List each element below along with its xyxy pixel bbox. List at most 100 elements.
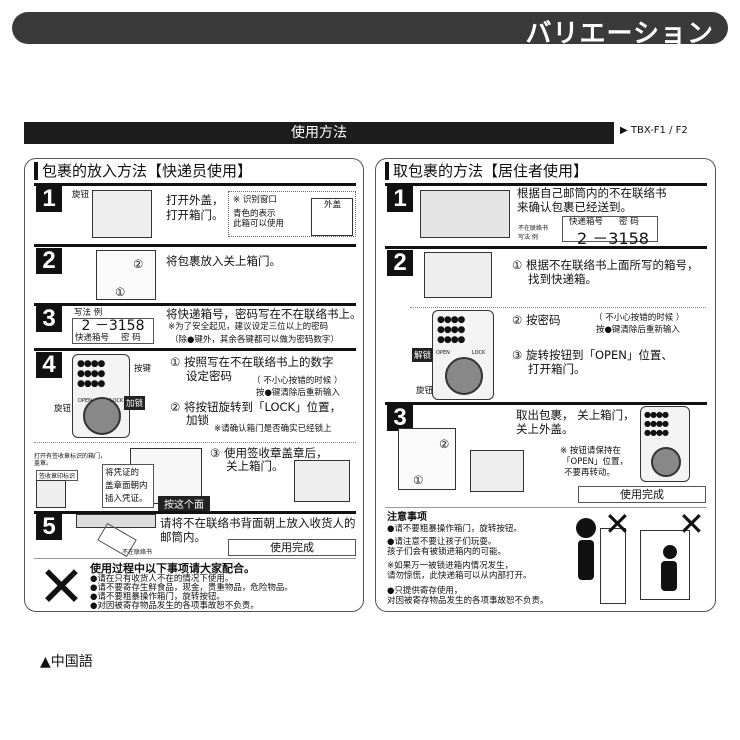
divider <box>34 244 356 247</box>
keys-icon: ●●●●●●●●●●●● <box>77 359 105 389</box>
note-text: 此箱可以使用 <box>233 219 285 229</box>
section-title: 使用方法 <box>24 122 614 144</box>
open-label: OPEN <box>436 350 450 356</box>
mail-slot-illustration <box>76 514 156 528</box>
insert-card: 将凭证的 盖章面朝内 插入凭证。 <box>102 464 154 508</box>
step-text: 将快递箱号，密码写在不在联络书上。 <box>166 307 362 321</box>
divider <box>34 442 356 443</box>
caution-item: ●请不要粗暴操作箱门，旋转按钮。 <box>387 524 522 534</box>
press-face-badge: 按这个面 <box>158 496 210 511</box>
caution-item: ※如果万一被锁进箱内情况发生， <box>387 561 514 571</box>
password-label: 密 码 <box>619 217 639 227</box>
mailboxes-illustration <box>420 190 510 238</box>
step-note: ※ 按钮请保持在 <box>560 446 621 456</box>
step-text: 打开箱门。 <box>528 362 586 376</box>
caution-item: 请勿惊慌，此快递箱可以从内部打开。 <box>387 571 532 581</box>
step-text: ② 将按钮旋转到「LOCK」位置， <box>170 400 342 414</box>
divider <box>385 246 707 249</box>
warning-item: ●请在只有收货人不在的情况下使用。 <box>90 574 234 584</box>
step-text: ③ 使用签收章盖章后， <box>210 446 328 460</box>
caution-item: ●只提供寄存使用， <box>387 586 463 596</box>
slip-example-label: 不在联络书写法 例 <box>518 224 548 242</box>
step-text: 邮筒内。 <box>160 530 206 544</box>
prohibited-icon: ✕ <box>678 505 705 543</box>
keypad-open-illustration: ●●●●●●●●●●●● <box>640 406 690 482</box>
model-label: ▶ TBX-F1 / F2 <box>620 125 688 136</box>
lock-label: LOCK <box>110 398 124 404</box>
mailbox-open-illustration <box>92 190 152 238</box>
step-1-number: 1 <box>36 186 62 212</box>
slip-example-text: 不在联络书 <box>518 225 549 232</box>
divider <box>34 348 356 351</box>
divider <box>410 307 706 308</box>
step-note: 按●键清除后重新输入 <box>596 325 680 335</box>
dial-icon <box>445 357 483 395</box>
step-text: 取出包裹， 关上箱门， <box>516 408 635 422</box>
note-text: 青色的表示 <box>233 209 276 219</box>
callout: ① <box>413 473 424 487</box>
step-note: 「OPEN」位置， <box>562 457 629 467</box>
close-door-illustration <box>470 450 524 492</box>
warning-item: ●请不要粗暴操作箱门，旋转按钮。 <box>90 592 225 602</box>
step-text: 打开外盖， <box>166 193 224 207</box>
step-2-number: 2 <box>387 250 413 276</box>
divider <box>34 303 356 306</box>
code-example: 快递箱号 密 码 2 －3158 <box>562 216 658 248</box>
lock-badge: 加锁 <box>124 396 146 410</box>
step-4-number: 4 <box>36 352 62 378</box>
knob-label: 旋钮 <box>416 386 434 396</box>
step-text: ③ 旋转按钮到「OPEN」位置、 <box>512 348 673 362</box>
insert-text: 将凭证的 <box>105 468 140 478</box>
step-text: 设定密码 <box>186 369 232 383</box>
warning-item: ●对因被寄存物品发生的各项事故恕不负责。 <box>90 601 259 611</box>
step-note: （ 不小心按错的时候 ） <box>252 376 343 386</box>
warning-title: 使用过程中以下事项请大家配合。 <box>90 562 255 575</box>
step-1-number: 1 <box>387 186 413 212</box>
courier-title: 包裹的放入方法【快递员使用】 <box>34 162 252 180</box>
box-illustration: ② ① <box>96 250 156 300</box>
header-banner: バリエーション <box>12 12 728 49</box>
prohibited-icon: ✕ <box>604 505 631 543</box>
callout: ② <box>439 437 450 451</box>
insert-text: 盖章面朝内 <box>105 481 148 491</box>
slip-label: 不在联络书 <box>122 549 153 556</box>
step-text: 根据自己邮筒内的不在联络书 <box>517 186 667 200</box>
code-example: 2 －3158 快递箱号 密 码 <box>72 318 154 344</box>
step-note: ※请确认箱门是否确实已经锁上 <box>214 424 332 434</box>
box-label: 快递箱号 <box>75 333 110 343</box>
cover-illustration: 外盖 <box>311 198 353 236</box>
step-3-number: 3 <box>36 306 62 332</box>
note-title: ※ 识别窗口 <box>233 195 277 205</box>
complete-label: 使用完成 <box>228 539 356 556</box>
step-3-number: 3 <box>387 405 413 431</box>
caution-item: 对因被寄存物品发生的各项事故恕不负责。 <box>387 596 549 606</box>
courier-panel <box>24 158 364 612</box>
keys-icon: ●●●●●●●●●●●● <box>644 410 669 437</box>
keypad-illustration: ●●●●●●●●●●●● <box>72 354 130 438</box>
step-text: ② 按密码 <box>512 313 561 327</box>
step-text: 来确认包裹已经送到。 <box>517 200 632 214</box>
open-label: OPEN <box>78 398 92 404</box>
step-note: 不要再转动。 <box>564 468 616 478</box>
step-note: 按●键清除后重新输入 <box>256 388 340 398</box>
stamp-note-text: 打开有签收章标识的箱门， <box>34 453 107 460</box>
dial-icon <box>83 397 121 435</box>
step-text: 将包裹放入关上箱门。 <box>166 254 281 268</box>
box-label: 快递箱号 <box>569 217 604 227</box>
caution-item: ●请注意不要让孩子们玩耍。 <box>387 537 497 547</box>
step-5-number: 5 <box>36 514 62 540</box>
stamp-note-text: 盖章。 <box>34 460 53 467</box>
step-text: 关上箱门。 <box>226 459 284 473</box>
divider <box>34 511 356 514</box>
close-door-illustration <box>294 460 350 502</box>
dial-icon <box>651 447 681 477</box>
resident-title: 取包裹的方法【居住者使用】 <box>385 162 588 180</box>
knob-label: 旋钮 <box>72 190 90 200</box>
divider <box>385 402 707 405</box>
divider <box>34 558 356 559</box>
divider <box>385 183 707 186</box>
language-label: ▲中国語 <box>40 654 93 670</box>
banner-title: バリエーション <box>525 19 714 49</box>
lock-label: LOCK <box>472 350 486 356</box>
divider <box>385 507 707 508</box>
